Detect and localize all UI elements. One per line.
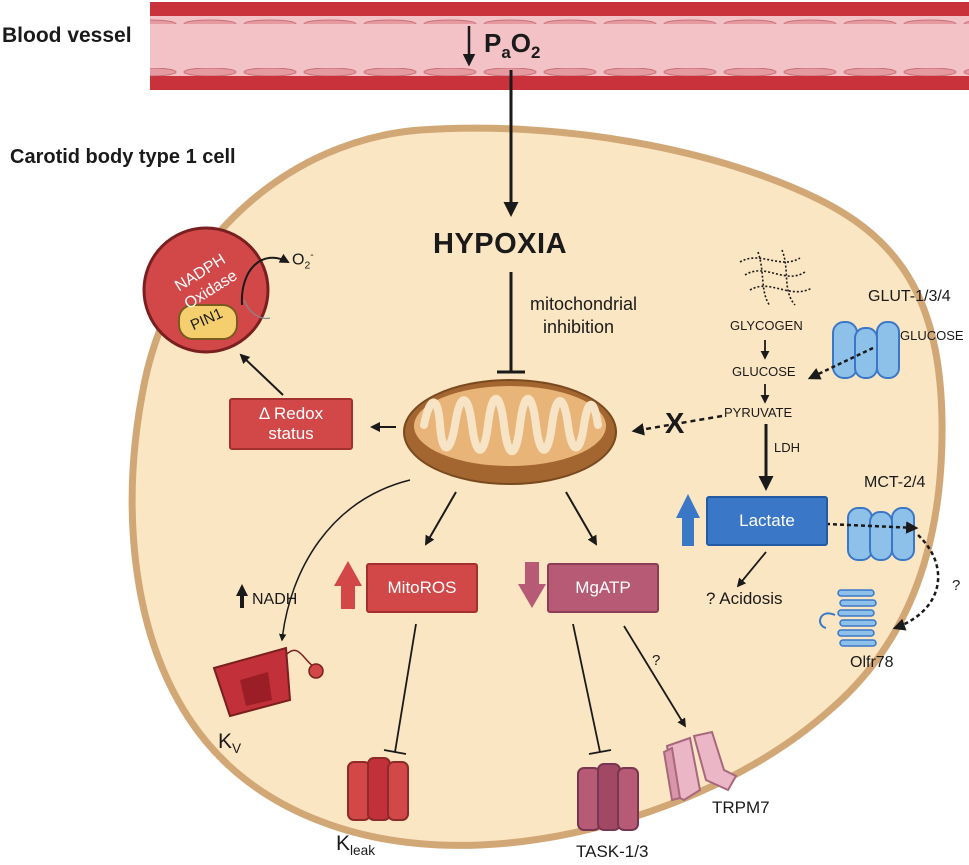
kleak-channel-icon: [347, 757, 409, 821]
lactate-to-olfr78-arrow: [892, 534, 940, 631]
trpm7-label: TRPM7: [712, 798, 770, 817]
blood-vessel: [150, 2, 969, 90]
glut-transporter-icon: [832, 321, 900, 379]
mito-to-kv-arrow: [278, 479, 411, 642]
redox-to-pin1-arrow: [239, 353, 284, 396]
mitochondrion-icon: [403, 379, 617, 485]
mgatp-inhibits-task-bar: [588, 749, 612, 755]
kleak-label: Kleak: [336, 832, 376, 859]
lactate-box: Lactate: [706, 496, 828, 546]
acidosis-label: ? Acidosis: [706, 589, 783, 608]
task-channel-icon: [577, 763, 639, 831]
nadh-label: NADH: [252, 591, 298, 608]
cell-label: Carotid body type 1 cell: [10, 146, 236, 168]
mgatp-decrease-icon: [518, 562, 546, 608]
mitoros-increase-icon: [334, 561, 362, 609]
superoxide-label: O2-: [292, 250, 314, 272]
ldh-label: LDH: [774, 440, 801, 455]
glucose-label: GLUCOSE: [732, 364, 796, 379]
glut-glucose-label: GLUCOSE: [900, 328, 964, 343]
task-label: TASK-1/3: [576, 842, 649, 861]
trpm7-channel-icon: [662, 730, 738, 802]
pin1-shape: [178, 304, 238, 340]
o2-production-arrow: [240, 253, 290, 306]
kv-label: KV: [218, 730, 242, 757]
mgatp-to-trpm7-arrow: [623, 625, 686, 728]
glycogen-icon: [739, 249, 813, 307]
mct-transporter-icon: [847, 507, 915, 561]
mitoros-inhibits-kleak-bar: [383, 749, 407, 755]
mgatp-inhibits-task-line: [572, 623, 601, 753]
mitoros-inhibits-kleak-line: [394, 623, 417, 753]
trpm7-question-label: ?: [652, 652, 661, 669]
mito-to-mgatp-arrow: [565, 491, 597, 546]
glycogen-label: GLYCOGEN: [730, 318, 803, 333]
oxidase-thread: [243, 299, 271, 320]
lactate-to-acidosis-arrow: [736, 551, 767, 588]
mitoros-box: MitoROS: [366, 563, 478, 613]
mito-inhibition-label: mitochondrial inhibition: [530, 294, 638, 337]
olfr78-receptor-icon: [819, 589, 877, 647]
kv-channel-icon: [212, 646, 324, 718]
glut-label: GLUT-1/3/4: [868, 288, 951, 305]
nadh-increase-icon: [236, 584, 248, 608]
blood-vessel-label: Blood vessel: [2, 24, 132, 47]
pyruvate-to-mito-blocked-arrow: [631, 414, 723, 436]
mgatp-box: MgATP: [547, 563, 659, 613]
lactate-increase-icon: [676, 494, 700, 546]
hypoxia-label: HYPOXIA: [433, 228, 568, 260]
pyruvate-label: PYRUVATE: [724, 405, 793, 420]
lactate-efflux-arrow: [825, 521, 919, 534]
mct-label: MCT-2/4: [864, 474, 926, 491]
glucose-uptake-arrow: [807, 346, 874, 380]
olfr78-question-label: ?: [952, 577, 961, 594]
pyruvate-blocked-mark: X: [665, 408, 685, 440]
pao2-label: PaO2: [484, 28, 541, 63]
olfr78-label: Olfr78: [850, 654, 894, 671]
mito-to-mitoros-arrow: [425, 491, 457, 546]
